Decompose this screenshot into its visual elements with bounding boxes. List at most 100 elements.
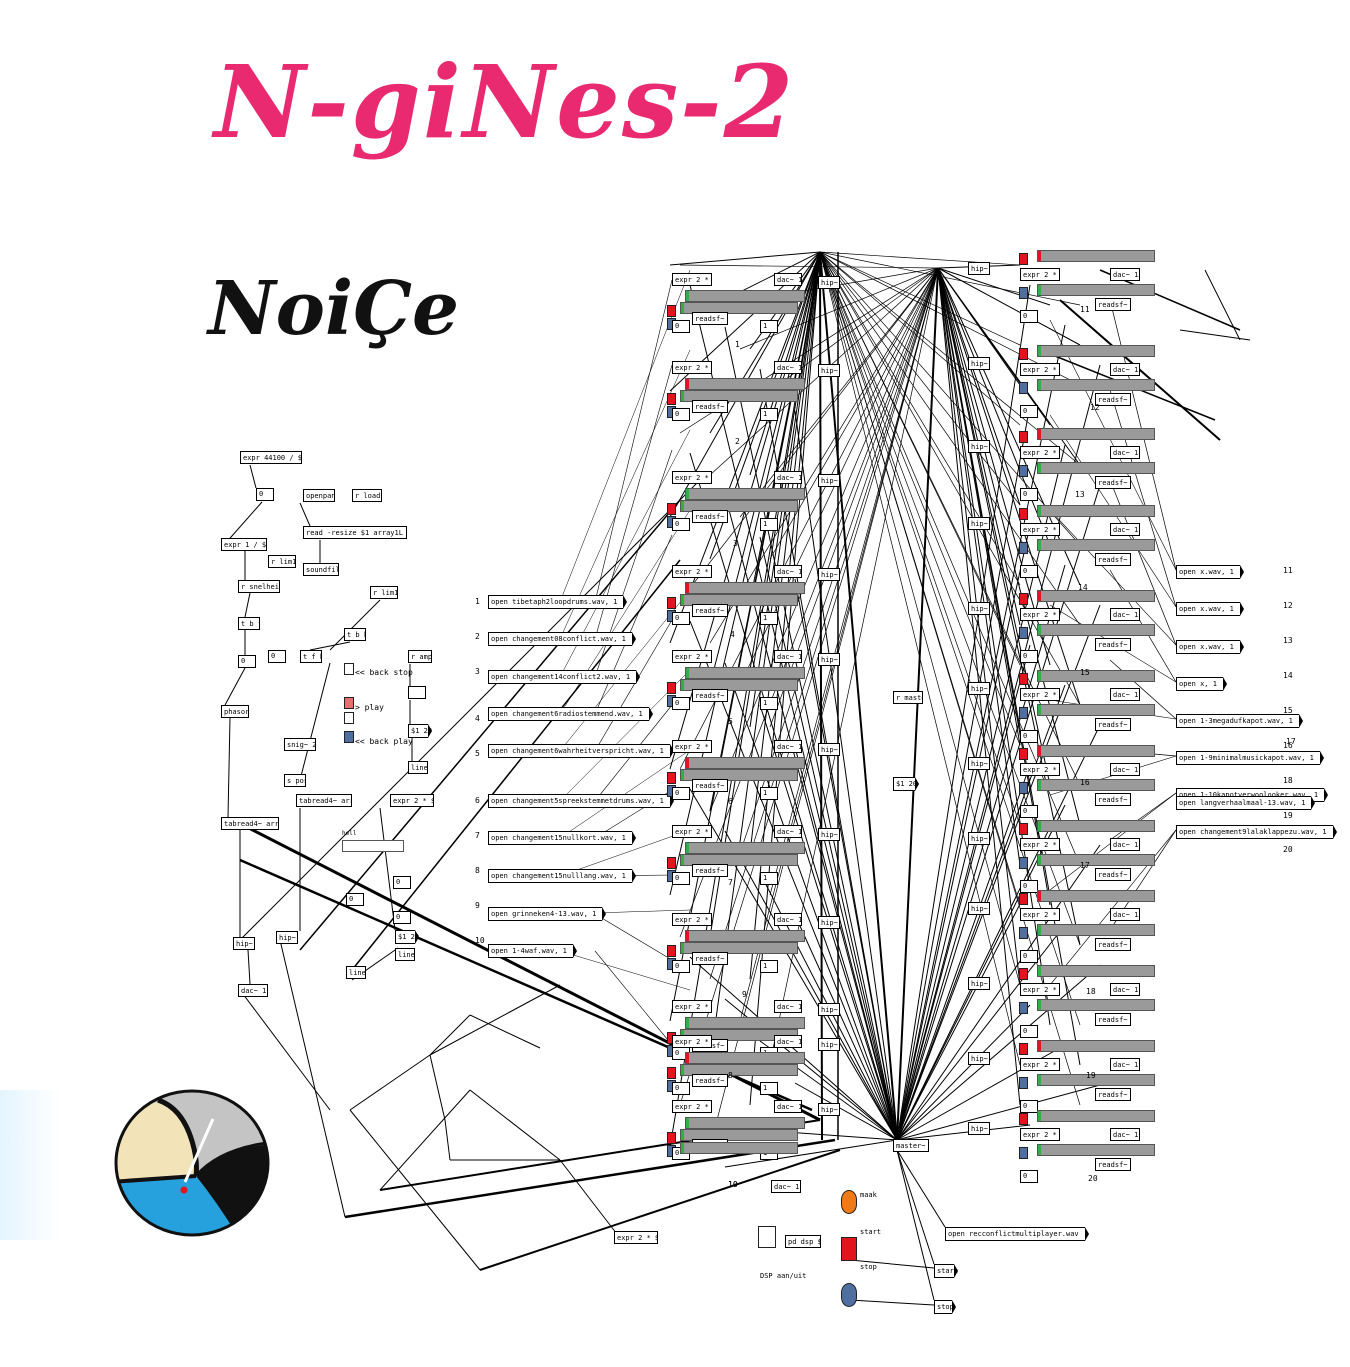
pd-object[interactable]: readsf~ 2 bbox=[1095, 1088, 1131, 1101]
pd-object[interactable]: expr 2 * $f1 bbox=[672, 361, 712, 374]
pd-object[interactable]: readsf~ 2 bbox=[1095, 1013, 1131, 1026]
pd-object[interactable]: hip~ 5 bbox=[968, 977, 990, 990]
pd-object[interactable]: expr 2 * $f1 bbox=[1020, 688, 1060, 701]
pd-object[interactable]: hip~ 5 bbox=[968, 602, 990, 615]
number-box[interactable]: 0 bbox=[1020, 650, 1038, 663]
channel-toggle[interactable] bbox=[667, 1132, 676, 1144]
pd-object[interactable]: readsf~ 2 bbox=[692, 689, 728, 702]
pd-object[interactable]: readsf~ 2 bbox=[1095, 868, 1131, 881]
pd-object[interactable]: expr 2 * $f1 bbox=[1020, 838, 1060, 851]
pd-object[interactable]: hip~ 5 bbox=[818, 916, 840, 929]
channel-toggle[interactable] bbox=[1019, 593, 1028, 605]
channel-toggle[interactable] bbox=[667, 945, 676, 957]
start-message[interactable]: start bbox=[934, 1264, 958, 1278]
pd-object[interactable]: expr 2 * $f1 bbox=[672, 1035, 712, 1048]
speed-dial[interactable] bbox=[110, 1086, 274, 1240]
player-open-message[interactable]: open changement14conflict2.wav, 1 bbox=[488, 670, 641, 684]
pd-object[interactable]: hip~ 5 bbox=[818, 1103, 840, 1116]
player-open-message[interactable]: open langverhaalmaal-13.wav, 1 bbox=[1176, 796, 1316, 810]
dsp-object[interactable]: pd dsp $1 bbox=[785, 1235, 821, 1248]
number-box[interactable]: 0 bbox=[1020, 950, 1038, 963]
dsp-toggle[interactable] bbox=[758, 1226, 776, 1248]
pd-object[interactable]: expr 2 * $f1 bbox=[672, 650, 712, 663]
pd-object[interactable]: hip~ 5 bbox=[818, 1038, 840, 1051]
master-out[interactable]: master~ 2 bbox=[893, 1139, 929, 1152]
pd-object[interactable]: tabread4~ array1L bbox=[221, 817, 279, 830]
pd-object[interactable]: expr 2 * $f1 bbox=[1020, 608, 1060, 621]
pd-object[interactable]: dac~ 1 2 bbox=[1110, 838, 1140, 851]
number-box[interactable]: 1 bbox=[760, 697, 778, 710]
player-open-message[interactable]: open tibetaph2loopdrums.wav, 1 bbox=[488, 595, 628, 609]
pd-object[interactable]: expr 2 * $f1 bbox=[1020, 983, 1060, 996]
pd-object[interactable]: hip~ 5 bbox=[968, 262, 990, 275]
toggle[interactable] bbox=[344, 712, 354, 724]
player-open-message[interactable]: open changement9lalaklappezu.wav, 1 bbox=[1176, 825, 1337, 839]
pd-object[interactable]: t b f bbox=[238, 617, 260, 630]
number-box[interactable]: 0 bbox=[672, 697, 690, 710]
pd-object[interactable]: expr 2 * $f1 bbox=[672, 273, 712, 286]
channel-toggle[interactable] bbox=[1019, 542, 1028, 554]
player-open-message[interactable]: open grinneken4-13.wav, 1 bbox=[488, 907, 607, 921]
pd-object[interactable]: soundfiler bbox=[303, 563, 339, 576]
number-box[interactable]: 0 bbox=[256, 488, 274, 501]
pd-object[interactable]: expr 2 * $f1 bbox=[672, 1100, 712, 1113]
pd-object[interactable]: readsf~ 2 bbox=[1095, 793, 1131, 806]
pd-object[interactable]: expr 1 / $f1 bbox=[221, 538, 267, 551]
player-open-message[interactable]: open x, 1 bbox=[1176, 677, 1227, 691]
pd-object[interactable]: dac~ 1 2 bbox=[1110, 688, 1140, 701]
pd-object[interactable]: readsf~ 2 bbox=[692, 400, 728, 413]
number-box[interactable]: 0 bbox=[393, 876, 411, 889]
number-box[interactable]: 0 bbox=[1020, 1100, 1038, 1113]
pd-message[interactable]: $1 20 bbox=[893, 777, 919, 791]
pd-object[interactable]: readsf~ 2 bbox=[692, 604, 728, 617]
pd-object[interactable]: expr 2 * $f1 bbox=[672, 1000, 712, 1013]
pd-object[interactable]: line~ bbox=[408, 761, 428, 774]
pd-object[interactable]: expr 2 * $f1 bbox=[1020, 363, 1060, 376]
channel-toggle[interactable] bbox=[1019, 382, 1028, 394]
player-open-message[interactable]: open changement15nulllang.wav, 1 bbox=[488, 869, 636, 883]
number-box[interactable]: 0 bbox=[1020, 1025, 1038, 1038]
pd-object[interactable]: hip~ 5 bbox=[818, 568, 840, 581]
channel-toggle[interactable] bbox=[1019, 673, 1028, 685]
player-open-message[interactable]: open changement6radiostemmend.wav, 1 bbox=[488, 707, 653, 721]
pd-object[interactable]: expr 2 * $f1 bbox=[1020, 763, 1060, 776]
player-open-message[interactable]: open x.wav, 1 bbox=[1176, 640, 1244, 654]
number-box[interactable]: 1 bbox=[760, 1082, 778, 1095]
pd-object[interactable]: readsf~ 2 bbox=[1095, 298, 1131, 311]
pd-object[interactable]: dac~ 1 2 bbox=[1110, 763, 1140, 776]
number-box[interactable]: 0 bbox=[1020, 405, 1038, 418]
pd-object[interactable]: r lim1L bbox=[370, 586, 398, 599]
pd-object[interactable]: t b b bbox=[344, 628, 366, 641]
player-open-message[interactable]: open x.wav, 1 bbox=[1176, 565, 1244, 579]
pd-object[interactable]: hip~ 5 bbox=[818, 828, 840, 841]
pd-object[interactable]: expr 44100 / $f1 bbox=[240, 451, 302, 464]
pd-object[interactable]: hip~ 5 bbox=[818, 743, 840, 756]
pd-object[interactable]: dac~ 1 2 bbox=[774, 1100, 802, 1113]
channel-toggle[interactable] bbox=[667, 1067, 676, 1079]
record-open-message[interactable]: open recconflictmultiplayer.wav bbox=[945, 1227, 1089, 1241]
channel-toggle[interactable] bbox=[1019, 927, 1028, 939]
pd-object[interactable]: hip~ 5 bbox=[818, 276, 840, 289]
number-box[interactable]: 0 bbox=[238, 655, 256, 668]
pd-object[interactable]: dac~ 1 2 bbox=[774, 913, 802, 926]
pd-object[interactable]: dac~ 1 2 bbox=[774, 740, 802, 753]
pd-object[interactable]: expr 2 * $f1 bbox=[672, 913, 712, 926]
pd-object[interactable]: readsf~ 2 bbox=[1095, 393, 1131, 406]
player-open-message[interactable]: open changement6wahrheitverspricht.wav, … bbox=[488, 744, 674, 758]
pd-object[interactable]: dac~ 1 2 bbox=[774, 471, 802, 484]
pd-object[interactable]: dac~ 1 2 bbox=[1110, 908, 1140, 921]
number-box[interactable]: 0 bbox=[672, 787, 690, 800]
pd-object[interactable]: hip~ 5 bbox=[818, 474, 840, 487]
player-open-message[interactable]: open changement08conflict.wav, 1 bbox=[488, 632, 636, 646]
channel-toggle[interactable] bbox=[1019, 1077, 1028, 1089]
channel-toggle[interactable] bbox=[1019, 348, 1028, 360]
pd-object[interactable]: dac~ 1 2 bbox=[238, 984, 268, 997]
number-box[interactable]: 0 bbox=[1020, 730, 1038, 743]
pd-object[interactable]: hip~ 5 bbox=[818, 364, 840, 377]
number-box[interactable]: 1 bbox=[760, 408, 778, 421]
channel-toggle[interactable] bbox=[667, 857, 676, 869]
pd-object[interactable]: dac~ 1 2 bbox=[774, 565, 802, 578]
back-play-toggle[interactable] bbox=[344, 731, 354, 743]
channel-toggle[interactable] bbox=[1019, 253, 1028, 265]
channel-toggle[interactable] bbox=[1019, 893, 1028, 905]
